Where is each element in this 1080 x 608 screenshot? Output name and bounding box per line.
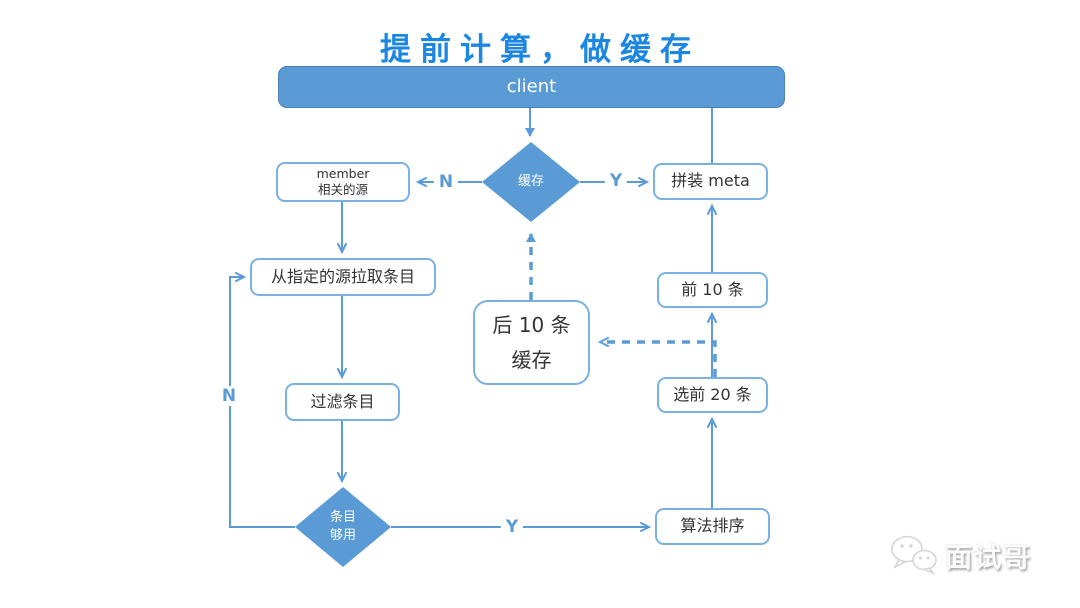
client-node: client [278, 66, 785, 108]
page-title: 提前计算，做缓存 [380, 32, 700, 68]
member-source-line2: 相关的源 [317, 182, 368, 197]
member-source-node: member 相关的源 [276, 162, 410, 202]
cache-decision-label: 缓存 [517, 174, 544, 190]
enough-decision-line2: 够用 [329, 528, 356, 543]
first10-node: 前 10 条 [657, 272, 768, 308]
edge-label-enough-yes: Y [500, 517, 524, 537]
algo-sort-label: 算法排序 [680, 516, 745, 536]
algo-sort-node: 算法排序 [655, 508, 770, 545]
watermark: 面试哥 [890, 534, 1032, 576]
edge-label-cache-no: N [433, 172, 459, 192]
filter-entries-label: 过滤条目 [310, 391, 375, 411]
first10-label: 前 10 条 [681, 279, 744, 299]
cache-back10-line1: 后 10 条 [492, 312, 571, 337]
edge-label-cache-yes: Y [604, 171, 628, 191]
wechat-icon [891, 535, 937, 575]
client-label: client [506, 76, 557, 98]
watermark-text: 面试哥 [945, 542, 1032, 574]
assemble-meta-node: 拼装 meta [653, 163, 768, 200]
pull-entries-node: 从指定的源拉取条目 [250, 258, 436, 296]
pull-entries-label: 从指定的源拉取条目 [270, 266, 415, 286]
edge-pick20-to-cache10-dashed [597, 337, 717, 377]
enough-decision-line1: 条目 [329, 510, 356, 526]
member-source-line1: member [316, 165, 370, 181]
cache-back10-line2: 缓存 [511, 347, 552, 372]
edge-label-loop-no: N [216, 386, 242, 406]
pick20-node: 选前 20 条 [657, 377, 768, 413]
filter-entries-node: 过滤条目 [285, 383, 400, 421]
assemble-meta-label: 拼装 meta [671, 171, 750, 191]
pick20-label: 选前 20 条 [673, 384, 752, 404]
cache-back10-node: 后 10 条 缓存 [473, 300, 590, 385]
